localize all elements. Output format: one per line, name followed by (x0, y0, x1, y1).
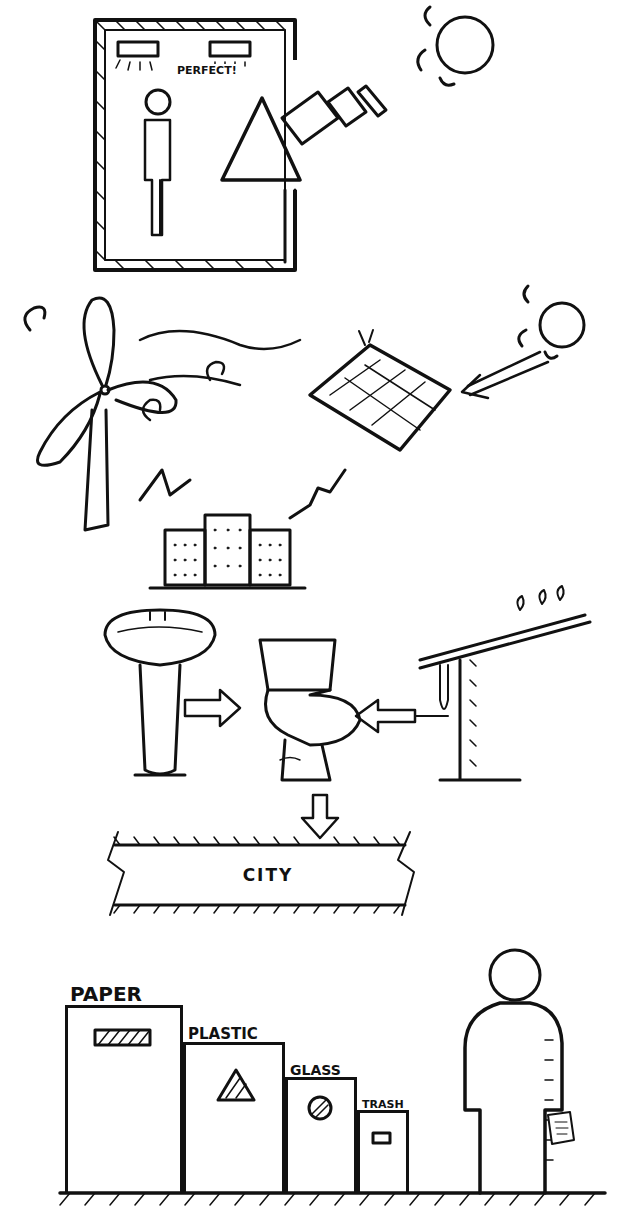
bin-heading: GLASS (290, 1062, 341, 1078)
renewable-energy (25, 286, 584, 588)
recycling-bin: PAPER (65, 1005, 183, 1193)
city-band: CITY (112, 850, 424, 900)
recycling-scene (60, 950, 605, 1205)
bin-heading: PLASTIC (188, 1025, 258, 1043)
recycling-bin: TRASH (357, 1110, 409, 1193)
recycling-bin: GLASS (285, 1077, 357, 1193)
recycling-bin: PLASTIC (183, 1042, 285, 1193)
water-reuse (105, 586, 590, 915)
bin-heading: PAPER (70, 982, 142, 1006)
bin-heading: TRASH (362, 1098, 404, 1111)
speech-text: PERFECT! (176, 64, 238, 77)
daylight-room (95, 7, 493, 270)
band-label: CITY (112, 850, 424, 900)
